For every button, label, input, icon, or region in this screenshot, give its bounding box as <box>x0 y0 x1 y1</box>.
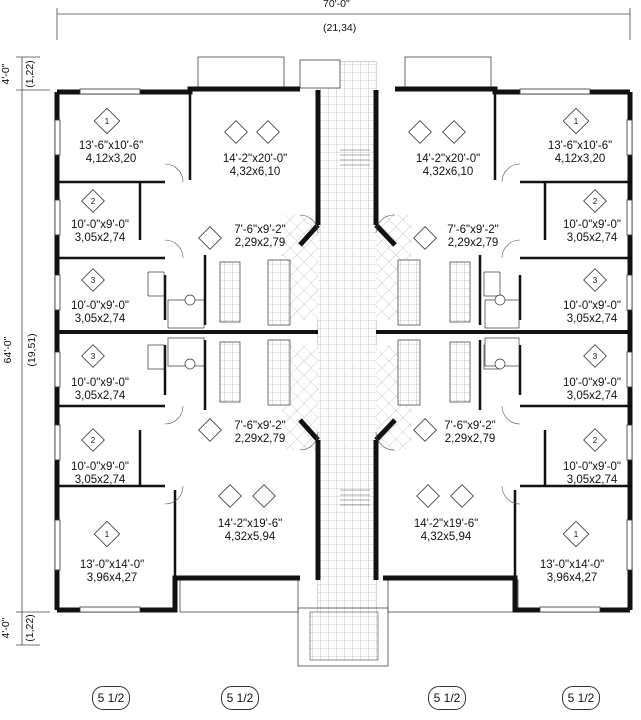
unit-label-3: 5 1/2 <box>428 686 466 710</box>
badge-bl-bed2: 2 <box>91 436 96 445</box>
room-label-bl-bed1: 13'-0"x14'-0"3,96x4,27 <box>79 559 145 584</box>
room-label-tr-bed2: 10'-0"x9'-0"3,05x2,74 <box>563 219 621 244</box>
badge-bl-bed1: 1 <box>105 530 110 539</box>
badge-br-bed1: 1 <box>574 530 579 539</box>
windows <box>54 88 633 613</box>
badge-bl-bed3: 3 <box>91 352 96 361</box>
room-label-br-kitchen: 7'-6"x9'-2"2,29x2,79 <box>444 420 496 445</box>
room-label-tl-bed2: 10'-0"x9'-0"3,05x2,74 <box>71 219 129 244</box>
badge-tr-bed1: 1 <box>574 117 579 126</box>
depth-metric: (19,51) <box>26 333 38 367</box>
badge-tr-bed3: 3 <box>593 276 598 285</box>
room-label-bl-living: 14'-2"x19'-6"4,32x5,94 <box>217 518 283 543</box>
unit-label-4: 5 1/2 <box>562 686 600 710</box>
depth-imperial: 64'-0" <box>2 336 14 364</box>
room-label-br-bed1: 13'-0"x14'-0"3,96x4,27 <box>539 559 605 584</box>
room-label-bl-bed2: 10'-0"x9'-0"3,05x2,74 <box>71 461 129 486</box>
room-label-br-living: 14'-2"x19'-6"4,32x5,94 <box>413 518 479 543</box>
room-label-br-bed2: 10'-0"x9'-0"3,05x2,74 <box>563 461 621 486</box>
central-corridor <box>179 56 519 667</box>
room-label-bl-bed3: 10'-0"x9'-0"3,05x2,74 <box>71 377 129 402</box>
width-metric: (21,34) <box>323 22 357 34</box>
width-imperial: 70'-0" <box>323 0 350 10</box>
room-badges <box>81 107 607 548</box>
badge-tr-bed2: 2 <box>593 197 598 206</box>
room-label-bl-kitchen: 7'-6"x9'-2"2,29x2,79 <box>234 420 286 445</box>
badge-tl-bed3: 3 <box>91 276 96 285</box>
unit-label-1: 5 1/2 <box>92 686 130 710</box>
badge-tl-bed1: 1 <box>105 117 110 126</box>
badge-tl-bed2: 2 <box>91 197 96 206</box>
bathroom-fixtures <box>147 259 520 406</box>
room-label-tr-kitchen: 7'-6"x9'-2"2,29x2,79 <box>447 224 499 249</box>
badge-br-bed2: 2 <box>593 436 598 445</box>
bottom-porch-metric: (1,22) <box>24 614 36 642</box>
dimension-lines <box>16 8 631 646</box>
room-label-tr-bed3: 10'-0"x9'-0"3,05x2,74 <box>563 300 621 325</box>
door-swings <box>164 163 521 505</box>
unit-label-2: 5 1/2 <box>221 686 259 710</box>
room-label-tr-bed1: 13'-6"x10'-6"4,12x3,20 <box>547 140 613 165</box>
room-label-tr-living: 14'-2"x20'-0"4,32x6,10 <box>415 153 481 178</box>
room-label-tl-kitchen: 7'-6"x9'-2"2,29x2,79 <box>234 224 286 249</box>
interior-walls <box>57 92 630 580</box>
room-label-tl-bed3: 10'-0"x9'-0"3,05x2,74 <box>71 300 129 325</box>
bottom-porch-imperial: 4'-0" <box>0 617 12 639</box>
badge-numbers: 1 2 3 3 2 1 1 2 3 3 2 1 <box>91 117 598 539</box>
room-label-br-bed3: 10'-0"x9'-0"3,05x2,74 <box>563 377 621 402</box>
room-label-tl-living: 14'-2"x20'-0"4,32x6,10 <box>222 153 288 178</box>
room-label-tl-bed1: 13'-6"x10'-6"4,12x3,20 <box>78 140 144 165</box>
badge-br-bed3: 3 <box>593 352 598 361</box>
top-porch-metric: (1,22) <box>24 60 36 88</box>
top-porch-imperial: 4'-0" <box>0 63 12 85</box>
